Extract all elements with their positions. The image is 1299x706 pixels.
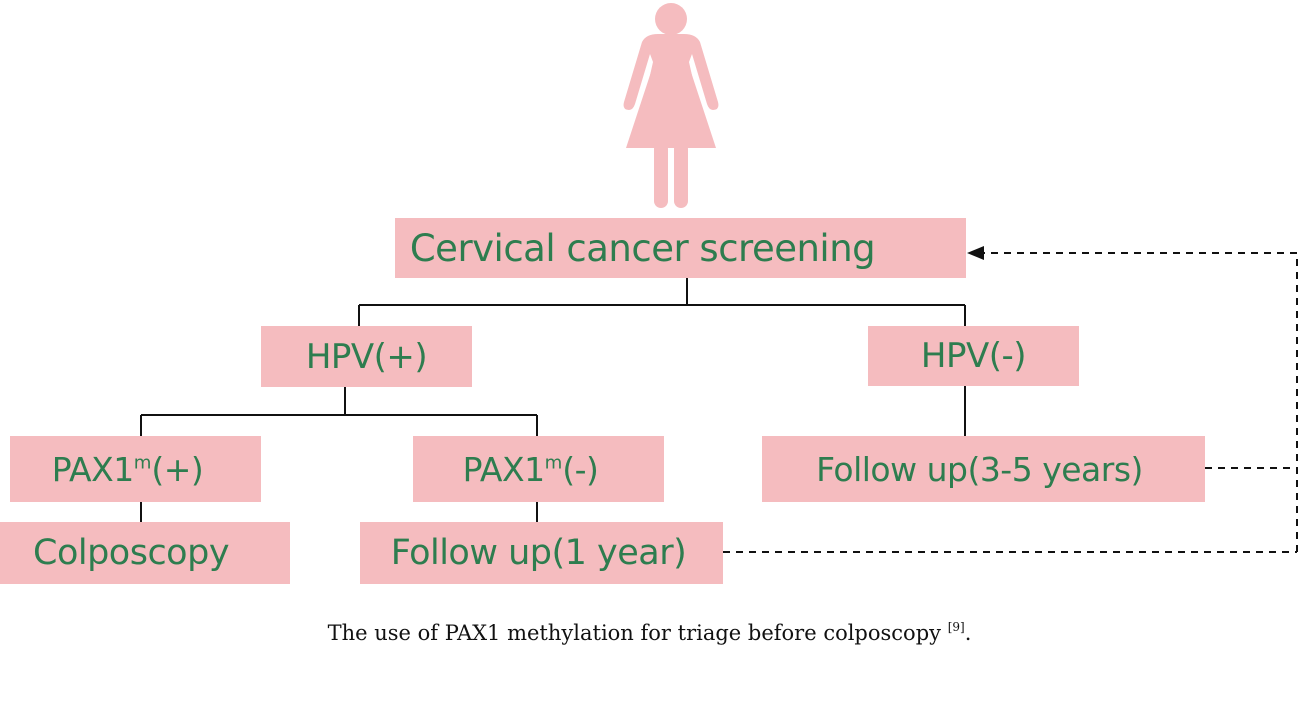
edge-screening-to-hpv — [358, 278, 966, 326]
node-hpv-negative: HPV(-) — [868, 326, 1079, 386]
edge-hpv-pos-to-pax — [140, 387, 538, 436]
node-label: Follow up(3-5 years) — [816, 449, 1143, 489]
node-label: PAX1m(+) — [52, 450, 204, 489]
figure-caption: The use of PAX1 methylation for triage b… — [0, 620, 1299, 645]
node-label-prefix: PAX1 — [51, 449, 134, 489]
solid-connectors — [140, 278, 966, 522]
arrow-left-icon — [967, 246, 984, 260]
node-label: HPV(-) — [920, 336, 1027, 376]
node-pax1m-negative: PAX1m(-) — [413, 436, 664, 502]
node-hpv-positive: HPV(+) — [261, 326, 472, 387]
node-label-suffix: (+) — [151, 449, 204, 489]
node-follow-up-1-year: Follow up(1 year) — [360, 522, 723, 584]
node-pax1m-positive: PAX1m(+) — [10, 436, 261, 502]
node-label: HPV(+) — [305, 336, 428, 377]
node-label-suffix: (-) — [562, 449, 599, 489]
node-label: PAX1m(-) — [463, 450, 599, 489]
node-label-sup: m — [133, 451, 152, 473]
node-label-prefix: PAX1 — [462, 449, 545, 489]
caption-reference: [9] — [947, 620, 965, 634]
dashed-feedback — [723, 252, 1298, 553]
edge-feedback-return — [982, 252, 1298, 552]
node-label: Colposcopy — [33, 533, 230, 573]
node-label: Cervical cancer screening — [409, 226, 876, 270]
node-label: Follow up(1 year) — [390, 533, 687, 573]
node-label-sup: m — [544, 451, 563, 473]
caption-end: . — [964, 621, 972, 645]
node-cervical-cancer-screening: Cervical cancer screening — [395, 218, 966, 278]
node-colposcopy: Colposcopy — [0, 522, 290, 584]
node-follow-up-3-5-years: Follow up(3-5 years) — [762, 436, 1205, 502]
woman-figure-icon — [623, 3, 719, 208]
caption-text: The use of PAX1 methylation for triage b… — [327, 621, 948, 645]
